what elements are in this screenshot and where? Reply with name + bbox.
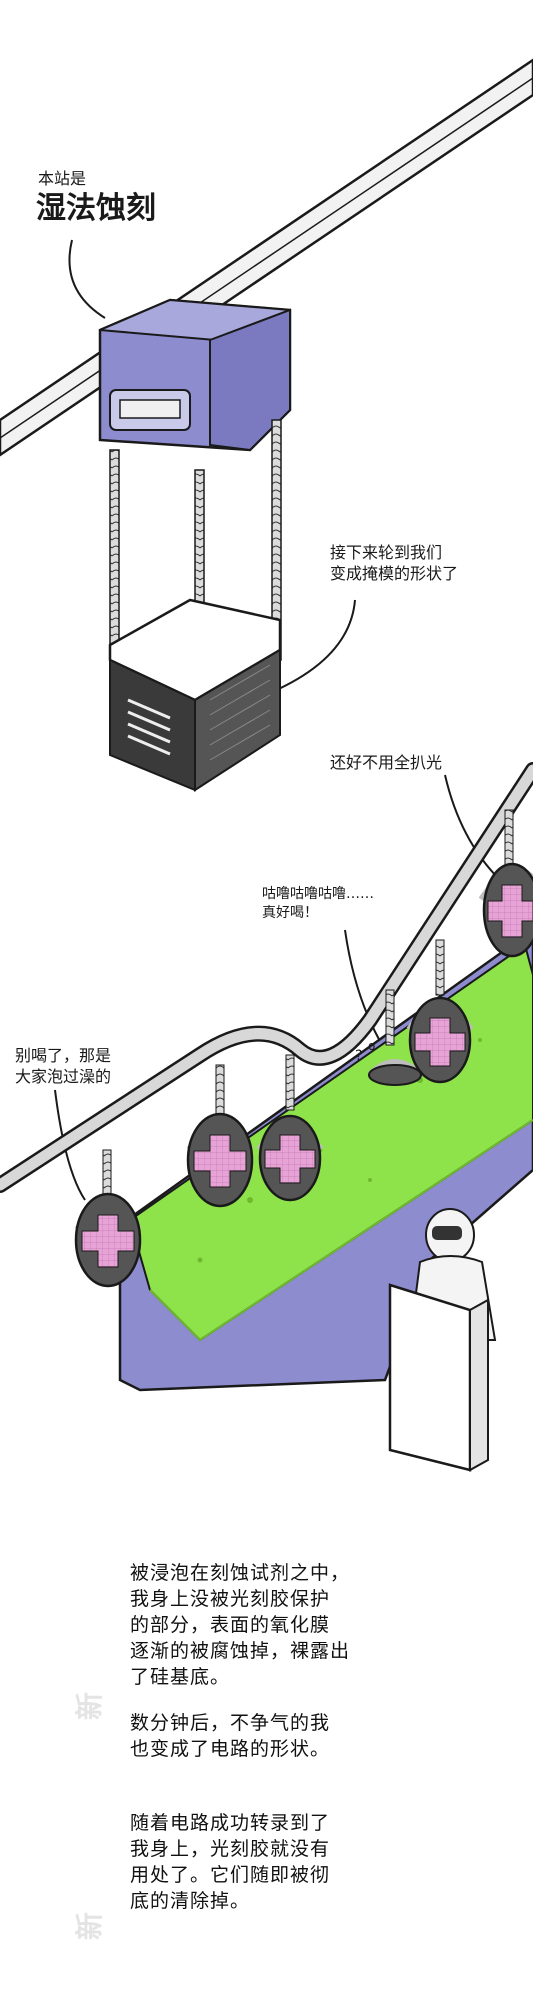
cleanroom-worker [388, 1208, 497, 1472]
bubble-station-title: 湿法蚀刻 [36, 191, 156, 226]
wafer-5 [478, 809, 533, 958]
wafer-drinking: ? o [355, 989, 423, 1086]
pointer-dont-drink [54, 1089, 86, 1201]
bubble-station-small: 本站是 [38, 169, 87, 188]
wafer-3 [256, 1054, 324, 1202]
pointer-not-stripped [444, 774, 501, 881]
svg-text:o: o [368, 1039, 375, 1053]
bubble-dont-drink: 别喝了，那是 大家泡过澡的 [15, 1046, 112, 1086]
wafer-1 [74, 1149, 142, 1288]
narration-paragraph-2: 数分钟后，不争气的我 也变成了电路的形状。 [130, 1712, 331, 1760]
watermark-logo-2: 新 [73, 1911, 106, 1940]
watermark-logo: 新 [73, 1691, 106, 1720]
robot-carrier [98, 298, 292, 792]
narration-paragraph-3: 随着电路成功转录到了 我身上，光刻胶就没有 用处了。它们随即被彻 底的清除掉。 [130, 1812, 331, 1912]
svg-text:?: ? [355, 1048, 362, 1064]
pointer-gulp [344, 929, 386, 1051]
pointer-next [264, 599, 356, 696]
bubble-gulp: 咕噜咕噜咕噜…… 真好喝！ [262, 886, 374, 921]
wafer-2 [186, 1064, 254, 1208]
bubble-not-stripped: 还好不用全扒光 [330, 753, 443, 772]
overhead-rail-lower [0, 762, 533, 1193]
bubble-next-turn: 接下来轮到我们 变成掩模的形状了 [330, 543, 459, 583]
wafer-4 [406, 939, 474, 1084]
narration-paragraph-1: 被浸泡在刻蚀试剂之中， 我身上没被光刻胶保护 的部分，表面的氧化膜 逐渐的被腐蚀… [130, 1562, 351, 1688]
pointer-station [68, 239, 106, 319]
